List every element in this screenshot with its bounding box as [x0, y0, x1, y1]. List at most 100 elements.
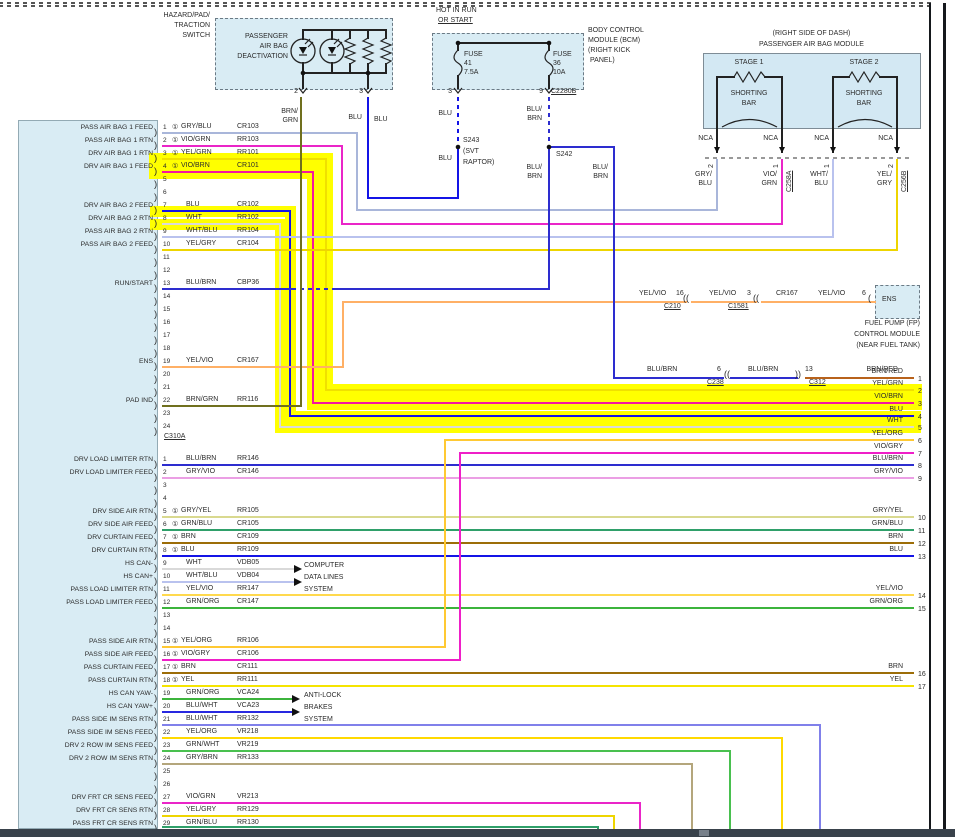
deact-pin-stub	[367, 72, 369, 89]
splice-circle-marker: ①	[172, 508, 179, 515]
splice-label: RAPTOR)	[463, 159, 495, 166]
connector2-pin-bracket: )	[154, 732, 158, 743]
connector2-pin-bracket: )	[154, 628, 158, 639]
connector2-row-label: DRV FRT CR SENS RTN	[76, 807, 153, 814]
connector-code[interactable]: C210	[664, 303, 681, 310]
connector1-pin-number: 23	[163, 410, 171, 417]
connector1-pin-bracket: )	[154, 179, 158, 190]
module-internal	[764, 76, 783, 78]
connector-code[interactable]: C1581	[728, 303, 749, 310]
right-pin-number: 5	[918, 425, 922, 432]
splice-circle-marker: ①	[172, 521, 179, 528]
wire-yel-org-vr218	[162, 737, 783, 739]
wire-vio-grn-rr103	[162, 145, 343, 147]
pin-number: 1	[824, 164, 831, 168]
wire-color-label: YEL	[181, 676, 195, 683]
splice-label: S243	[463, 137, 480, 144]
right-pin-wire-color-label: GRY/YEL	[872, 507, 903, 514]
page-right-border	[929, 3, 931, 830]
connector1-pin-number: 24	[163, 423, 171, 430]
wire-vio-grn-vr213	[162, 802, 641, 804]
connector2-row-label: PASS LOAD LIMITER RTN	[70, 586, 153, 593]
connector-code[interactable]: C312	[809, 379, 826, 386]
fuel-pump-label: FUEL PUMP (FP)	[864, 320, 920, 327]
right-pin-number: 2	[918, 388, 922, 395]
wire-color-label: BRN/RED	[866, 366, 898, 373]
wire-color-label: GRN	[282, 117, 298, 124]
ens-box-label: ENS	[882, 296, 897, 303]
wire-vio-brn-cr101	[312, 171, 314, 404]
page-top-dotted-border	[0, 2, 931, 4]
connector1-pin-number: 9	[163, 228, 167, 235]
connector2-pin-bracket: )	[154, 693, 158, 704]
wire-yel-grn-rr101	[325, 158, 327, 391]
connector1-pin-bracket: )	[154, 426, 158, 437]
splice-circle-marker: ①	[172, 150, 179, 157]
connector1-row-label: PASS AIR BAG 2 FEED	[80, 241, 153, 248]
module-pin-stub	[832, 128, 834, 153]
wire-color-label: BRN	[527, 173, 542, 180]
wire-yel-vio-ens	[342, 301, 687, 303]
connector1-pin-number: 22	[163, 397, 171, 404]
connector2-pin-bracket: )	[154, 680, 158, 691]
connector2-pin-bracket: )	[154, 810, 158, 821]
wire-color-label: WHT/	[810, 171, 828, 178]
connector-code[interactable]: C2280B	[551, 88, 577, 95]
connector1-pin-number: 21	[163, 384, 171, 391]
splice-circle-marker: ①	[172, 534, 179, 541]
circuit-code: RR116	[237, 396, 259, 403]
wire-grn-org-cr147	[162, 607, 914, 609]
connector2-row-label: HS CAN YAW-	[108, 690, 153, 697]
wire-vio-grn-rr103	[341, 145, 343, 225]
wire-vio-grn-vr213	[639, 802, 641, 830]
wire-yel-gry-cr104	[162, 249, 898, 251]
wire-gry-brn-rr133	[162, 763, 693, 765]
deactivation-label: AIR BAG	[259, 43, 288, 50]
wire-color-label: YEL/ORG	[186, 728, 218, 735]
connector2-pin-bracket: )	[154, 459, 158, 470]
wire-blu-switch	[367, 97, 369, 199]
circuit-code: CR101	[237, 162, 259, 169]
window-bottom-bar	[0, 829, 955, 837]
arrow-icon	[294, 565, 302, 573]
deact-internal	[349, 29, 351, 39]
scrollbar-thumb[interactable]	[699, 830, 709, 836]
connector1-pin-bracket: )	[154, 140, 158, 151]
connector-code[interactable]: C258A	[786, 170, 793, 192]
connector2-row-label: PASS SIDE IM SENS FEED	[67, 729, 153, 736]
circuit-code: CR103	[237, 123, 259, 130]
connector1-pin-bracket: )	[154, 283, 158, 294]
connector2-row-label: PASS FRT CR SENS RTN	[72, 820, 153, 827]
wire-color-label: GRN/ORG	[186, 598, 220, 605]
wire-vio-gry-cr106	[459, 452, 914, 454]
circuit-code: RR101	[237, 149, 259, 156]
right-pin-wire-color-label: BLU	[889, 406, 903, 413]
connector-code[interactable]: C238	[707, 379, 724, 386]
wire-grn-org-vca24	[162, 698, 293, 700]
wire-gry-blu-cr103	[356, 132, 358, 211]
fuse-label: FUSE	[464, 51, 483, 58]
circuit-code: RR106	[237, 637, 259, 644]
right-pin-number: 11	[918, 528, 926, 535]
right-pin-number: 14	[918, 593, 926, 600]
fuse-label: 36	[553, 60, 561, 67]
connector-code[interactable]: C256B	[901, 170, 908, 192]
wire-blu-brn-s242-right	[613, 377, 724, 379]
connector1-row-label: DRV AIR BAG 1 RTN	[88, 150, 153, 157]
circuit-code: RR132	[237, 715, 259, 722]
connector2-pin-bracket: )	[154, 641, 158, 652]
circuit-code: CR109	[237, 533, 259, 540]
connector-code[interactable]: C310A	[164, 433, 186, 440]
wire-blu-fuse41	[457, 97, 459, 148]
bcm-label: BODY CONTROL	[588, 27, 644, 34]
connector2-pin-bracket: )	[154, 771, 158, 782]
connector1-pin-bracket: )	[154, 309, 158, 320]
connector1-pin-bracket: )	[154, 400, 158, 411]
connector1-pin-number: 2	[163, 137, 167, 144]
inline-connector-symbol: ((	[683, 293, 689, 303]
power-source-label: OR START	[438, 17, 473, 24]
connector1-pin-bracket: )	[154, 205, 158, 216]
connector2-row-label: DRV CURTAIN FEED	[87, 534, 153, 541]
connector2-pin-number: 10	[163, 573, 171, 580]
right-pin-wire-color-label: BRN	[888, 533, 903, 540]
